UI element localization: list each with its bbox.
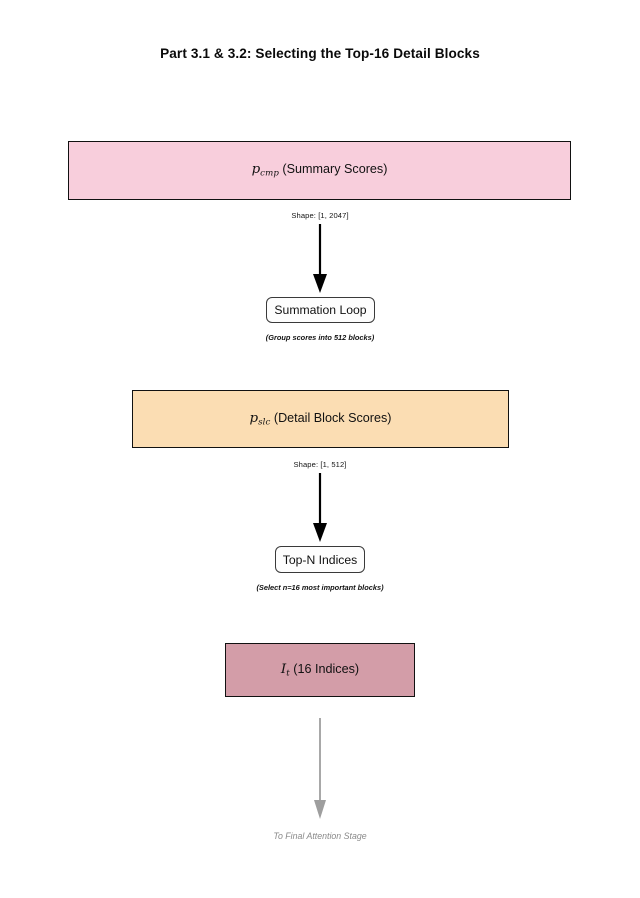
arrow-to-final-attention-stage — [314, 718, 326, 819]
caption-top-n-indices: (Select n=16 most important blocks) — [256, 583, 384, 592]
arrow-pslc-to-topn — [313, 473, 327, 542]
node-p-slc-label: pslc (Detail Block Scores) — [249, 410, 392, 427]
node-p-cmp: pcmp (Summary Scores) — [68, 141, 571, 200]
node-i-t-label: It (16 Indices) — [280, 661, 360, 678]
node-p-slc: pslc (Detail Block Scores) — [132, 390, 509, 448]
node-p-cmp-label: pcmp (Summary Scores) — [251, 162, 388, 179]
symbol-i-t: It — [280, 661, 290, 678]
arrow-pcmp-to-summation — [313, 224, 327, 293]
symbol-p-slc: pslc — [249, 410, 271, 427]
edge-label-shape-1: Shape: [1, 2047] — [291, 211, 349, 220]
node-top-n-indices-label: Top-N Indices — [282, 552, 358, 567]
node-i-t: It (16 Indices) — [225, 643, 415, 697]
end-note-final-attention-stage: To Final Attention Stage — [273, 831, 367, 841]
page-title: Part 3.1 & 3.2: Selecting the Top-16 Det… — [160, 46, 480, 61]
edge-label-shape-2: Shape: [1, 512] — [293, 460, 347, 469]
node-summation-loop[interactable]: Summation Loop — [266, 297, 375, 323]
caption-summation-loop: (Group scores into 512 blocks) — [265, 333, 375, 342]
symbol-p-cmp: pcmp — [251, 162, 279, 179]
node-summation-loop-label: Summation Loop — [274, 303, 367, 317]
node-top-n-indices[interactable]: Top-N Indices — [275, 546, 365, 573]
